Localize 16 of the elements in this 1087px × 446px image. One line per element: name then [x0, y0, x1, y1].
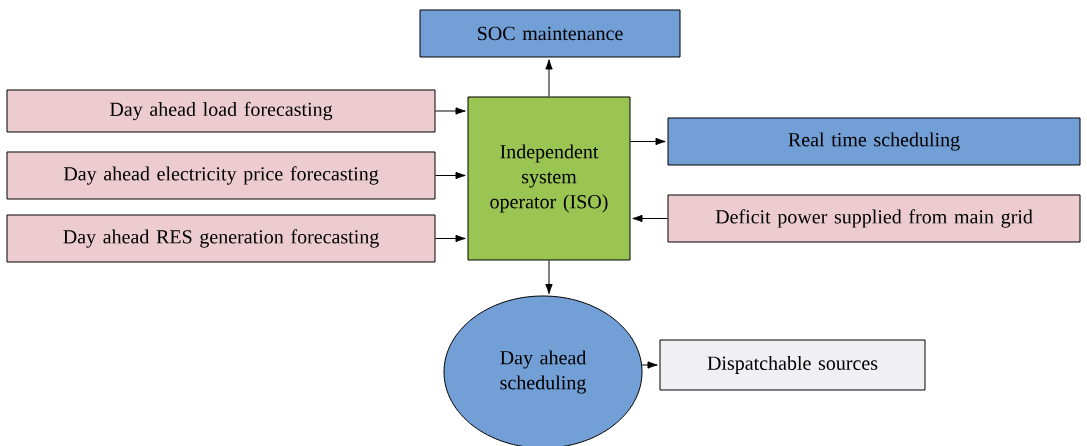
- process-box: SOC maintenance: [419, 9, 681, 58]
- arrow: [545, 260, 553, 295]
- arrow: [435, 171, 466, 180]
- arrow: [641, 361, 658, 369]
- arrow: [435, 107, 466, 115]
- arrow: [545, 59, 553, 97]
- arrow: [435, 234, 466, 243]
- input-box: Day ahead electricity price forecasting: [6, 151, 436, 200]
- operator-box: Independent system operator (ISO): [467, 96, 631, 261]
- input-box: Day ahead RES generation forecasting: [6, 214, 436, 263]
- process-box: Real time scheduling: [667, 117, 1081, 166]
- input-box: Day ahead load forecasting: [6, 89, 436, 133]
- arrow: [632, 214, 668, 223]
- arrow: [630, 137, 666, 146]
- input-box: Deficit power supplied from main grid: [667, 194, 1081, 243]
- output-box: Dispatchable sources: [659, 339, 926, 391]
